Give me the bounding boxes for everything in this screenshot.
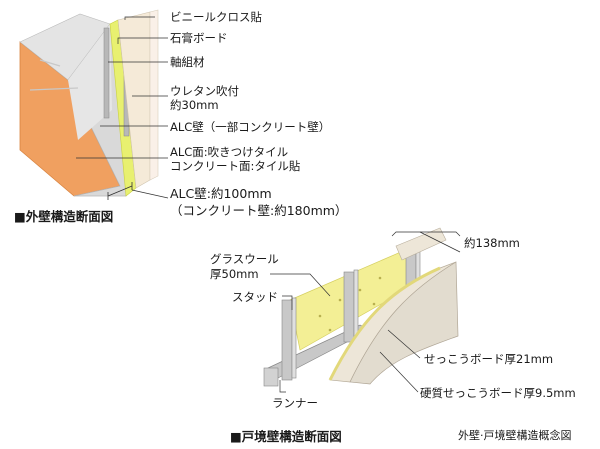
label-alc-wall: ALC壁（一部コンクリート壁） (170, 120, 331, 134)
label-urethane-2: 約30mm (170, 98, 219, 112)
studs (281, 241, 421, 381)
label-framing: 軸組材 (170, 55, 205, 69)
exterior-leader-lines (76, 16, 169, 199)
board-9_5mm (349, 261, 459, 385)
label-glasswool-1: グラスウール (210, 252, 279, 266)
label-finish-2: コンクリート面:タイル貼 (170, 159, 301, 173)
label-runner: ランナー (272, 396, 318, 410)
label-thickness-1: ALC壁:約100mm (170, 186, 272, 201)
label-board-21mm: せっこうボード厚21mm (424, 352, 554, 366)
label-stud: スタッド (232, 290, 278, 304)
framing-stud (103, 27, 110, 119)
partition-wall-cutaway (263, 227, 459, 387)
label-finish-1: ALC面:吹きつけタイル (170, 145, 289, 159)
label-partition-thickness: 約138mm (464, 236, 520, 250)
caption-partition: ■戸境壁構造断面図 (230, 429, 342, 444)
label-thickness-2: （コンクリート壁:約180mm） (170, 203, 348, 218)
vinyl-cloth-layer (149, 9, 159, 181)
partition-leader-lines (270, 231, 461, 393)
label-urethane-1: ウレタン吹付 (170, 84, 239, 98)
label-board-9_5mm: 硬質せっこうボード厚9.5mm (420, 386, 576, 400)
label-glasswool-2: 厚50mm (210, 267, 259, 281)
footer-note: 外壁·戸境壁構造概念図 (458, 429, 572, 442)
caption-exterior: ■外壁構造断面図 (14, 209, 114, 224)
exterior-wall-cutaway (19, 9, 159, 200)
label-gypsum-board: 石膏ボード (170, 31, 228, 45)
label-vinyl-cloth: ビニールクロス貼 (170, 10, 262, 24)
